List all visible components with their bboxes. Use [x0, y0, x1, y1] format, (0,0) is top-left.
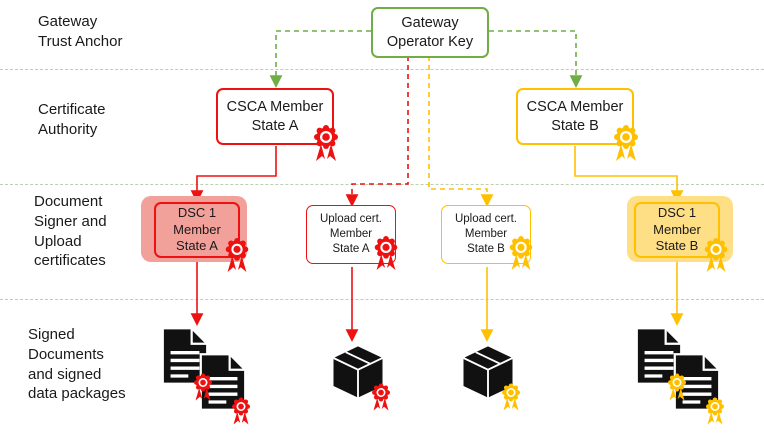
- seal-icon-doc-a-back: [190, 372, 216, 402]
- seal-icon-dsc-a: [221, 236, 253, 274]
- row-label-gateway-trust-anchor: Gateway Trust Anchor: [38, 13, 123, 50]
- node-gateway-operator-key: Gateway Operator Key: [371, 7, 489, 58]
- connector-csca-b-to-dsc-b: [574, 146, 684, 203]
- seal-icon-upload-a: [370, 234, 402, 272]
- connector-gateway-to-csca-a: [269, 30, 371, 88]
- node-label: DSC 1 Member State B: [653, 204, 701, 254]
- node-label: Upload cert. Member State A: [319, 213, 382, 255]
- node-label: CSCA Member State A: [226, 98, 324, 134]
- row-separator-1: [0, 69, 764, 70]
- row-separator-3: [0, 299, 764, 300]
- row-label-document-signer-upload-certificates: Document Signer and Upload certificates: [34, 193, 107, 270]
- node-csca-member-state-a: CSCA Member State A: [216, 88, 334, 145]
- connector-gateway-to-csca-b: [489, 30, 583, 88]
- node-dsc1-member-state-b: DSC 1 Member State B: [634, 202, 720, 258]
- node-label: CSCA Member State B: [526, 98, 624, 134]
- seal-icon-csca-a: [309, 123, 343, 163]
- seal-icon-package-a: [368, 382, 394, 412]
- node-csca-member-state-b: CSCA Member State B: [516, 88, 634, 145]
- node-label: Upload cert. Member State B: [454, 213, 517, 255]
- connector-gateway-to-upload-cert-a: [345, 56, 409, 207]
- connector-gateway-to-upload-cert-b: [428, 56, 494, 207]
- node-label: Gateway Operator Key: [386, 14, 474, 50]
- node-dsc1-member-state-a: DSC 1 Member State A: [154, 202, 240, 258]
- row-label-signed-documents-data-packages: Signed Documents and signed data package…: [28, 326, 126, 403]
- seal-icon-upload-b: [505, 234, 537, 272]
- seal-icon-dsc-b: [700, 236, 732, 274]
- seal-icon-csca-b: [609, 123, 643, 163]
- connector-csca-a-to-dsc-a: [190, 146, 277, 203]
- row-label-certificate-authority: Certificate Authority: [38, 101, 106, 138]
- seal-icon-doc-a-front: [228, 396, 254, 426]
- seal-icon-package-b: [498, 382, 524, 412]
- seal-icon-doc-b-front: [702, 396, 728, 426]
- seal-icon-doc-b-back: [664, 372, 690, 402]
- node-label: DSC 1 Member State A: [173, 204, 221, 254]
